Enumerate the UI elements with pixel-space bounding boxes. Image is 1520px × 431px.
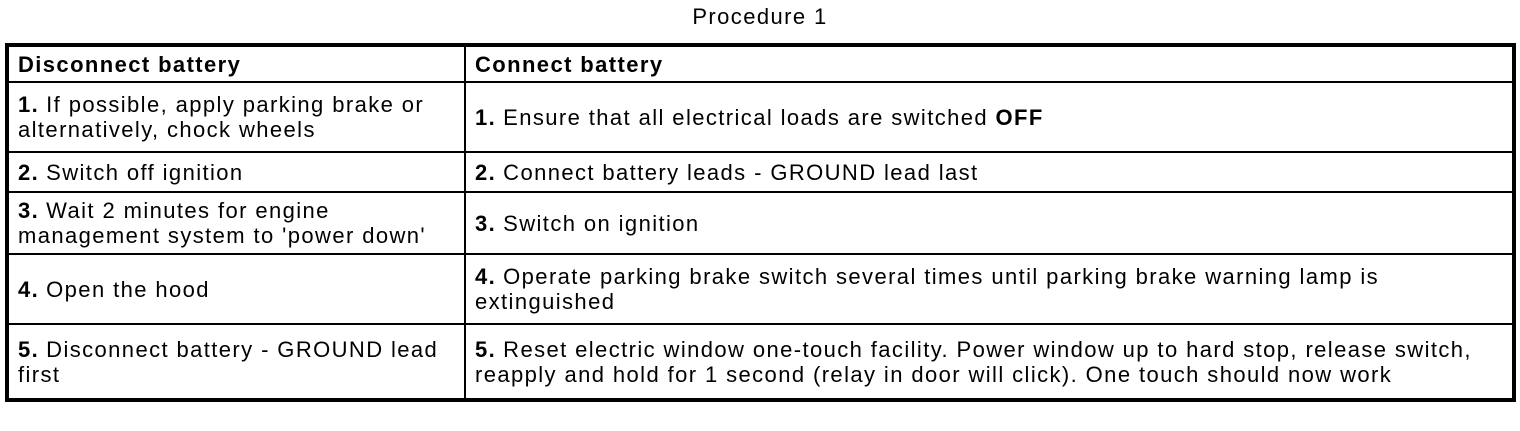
step-number: 3. bbox=[475, 210, 497, 236]
step-text: Switch off ignition bbox=[46, 159, 244, 185]
step-number: 2. bbox=[475, 159, 497, 185]
table-row: 3.Wait 2 minutes for engine management s… bbox=[6, 191, 1515, 255]
step-text-bold: OFF bbox=[995, 104, 1044, 130]
step-number: 3. bbox=[18, 198, 40, 223]
cell-connect-step-4: 4.Operate parking brake switch several t… bbox=[464, 253, 1515, 325]
step-text: Ensure that all electrical loads are swi… bbox=[503, 104, 996, 130]
table-row: 2.Switch off ignition 2.Connect battery … bbox=[6, 151, 1515, 193]
cell-disconnect-step-1: 1.If possible, apply parking brake or al… bbox=[6, 81, 466, 153]
cell-connect-step-1: 1.Ensure that all electrical loads are s… bbox=[464, 81, 1515, 153]
step-text: Reset electric window one-touch facility… bbox=[475, 336, 1472, 387]
step-number: 4. bbox=[18, 276, 40, 302]
step-text: Switch on ignition bbox=[503, 210, 700, 236]
step-text: Connect battery leads - GROUND lead last bbox=[503, 159, 979, 185]
step-number: 5. bbox=[475, 336, 497, 362]
table-row: 1.If possible, apply parking brake or al… bbox=[6, 81, 1515, 153]
column-header-disconnect-battery: Disconnect battery bbox=[6, 44, 466, 83]
step-number: 1. bbox=[475, 104, 497, 130]
page-title: Procedure 1 bbox=[692, 4, 828, 29]
table-header-row: Disconnect battery Connect battery bbox=[6, 44, 1515, 83]
step-text: Wait 2 minutes for engine management sys… bbox=[18, 198, 426, 248]
step-number: 4. bbox=[475, 264, 497, 289]
table-row: 4.Open the hood 4.Operate parking brake … bbox=[6, 253, 1515, 325]
procedure-table: Disconnect battery Connect battery 1.If … bbox=[5, 43, 1516, 402]
table-row: 5.Disconnect battery - GROUND lead first… bbox=[6, 323, 1515, 401]
cell-disconnect-step-5: 5.Disconnect battery - GROUND lead first bbox=[6, 323, 466, 401]
column-header-connect-battery: Connect battery bbox=[464, 44, 1515, 83]
step-text: Open the hood bbox=[46, 276, 210, 302]
step-text: Disconnect battery - GROUND lead first bbox=[18, 336, 439, 387]
cell-disconnect-step-4: 4.Open the hood bbox=[6, 253, 466, 325]
cell-connect-step-3: 3.Switch on ignition bbox=[464, 191, 1515, 255]
cell-connect-step-5: 5.Reset electric window one-touch facili… bbox=[464, 323, 1515, 401]
cell-disconnect-step-3: 3.Wait 2 minutes for engine management s… bbox=[6, 191, 466, 255]
step-number: 2. bbox=[18, 159, 40, 185]
step-number: 5. bbox=[18, 336, 40, 362]
cell-disconnect-step-2: 2.Switch off ignition bbox=[6, 151, 466, 193]
step-text: If possible, apply parking brake or alte… bbox=[18, 92, 425, 142]
cell-connect-step-2: 2.Connect battery leads - GROUND lead la… bbox=[464, 151, 1515, 193]
step-text: Operate parking brake switch several tim… bbox=[475, 264, 1380, 314]
step-number: 1. bbox=[18, 92, 40, 117]
